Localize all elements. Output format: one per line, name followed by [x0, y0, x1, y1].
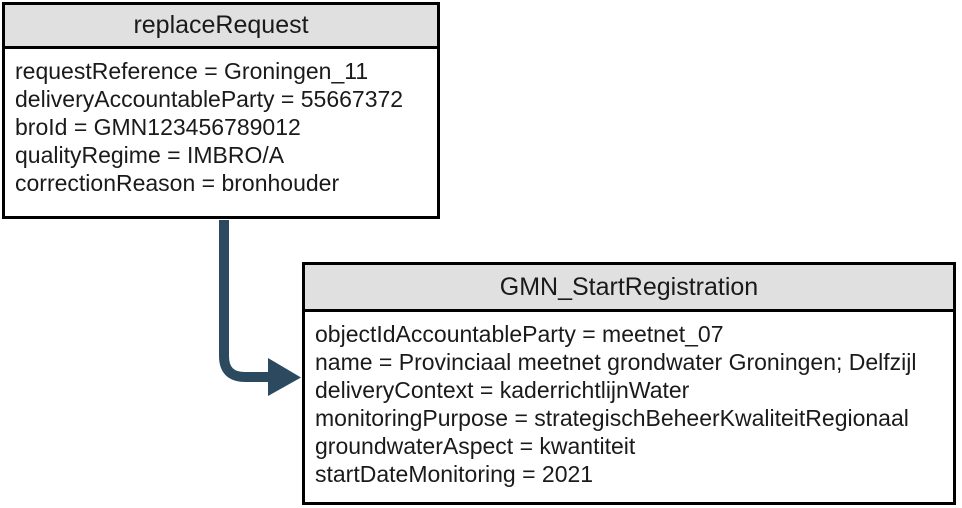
field-object-id-accountable-party: objectIdAccountableParty = meetnet_07 [315, 321, 724, 347]
field-delivery-accountable-party: deliveryAccountableParty = 55667372 [15, 86, 404, 112]
gmn-start-registration-title: GMN_StartRegistration [305, 265, 953, 312]
gmn-start-registration-box: GMN_StartRegistration objectIdAccountabl… [302, 262, 956, 505]
field-correction-reason: correctionReason = bronhouder [15, 170, 340, 196]
field-start-date-monitoring: startDateMonitoring = 2021 [315, 461, 594, 487]
field-monitoring-purpose: monitoringPurpose = strategischBeheerKwa… [315, 405, 909, 431]
replace-request-fields: requestReference = Groningen_11 delivery… [5, 49, 437, 197]
field-quality-regime: qualityRegime = IMBRO/A [15, 142, 285, 168]
replace-request-title: replaceRequest [5, 5, 437, 49]
replace-request-box: replaceRequest requestReference = Gronin… [2, 2, 440, 219]
field-groundwater-aspect: groundwaterAspect = kwantiteit [315, 433, 636, 459]
field-request-reference: requestReference = Groningen_11 [15, 58, 369, 84]
flow-arrow-head [268, 358, 301, 396]
field-bro-id: broId = GMN123456789012 [15, 114, 301, 140]
field-name: name = Provinciaal meetnet grondwater Gr… [315, 349, 917, 375]
gmn-start-registration-fields: objectIdAccountableParty = meetnet_07 na… [305, 312, 953, 488]
field-delivery-context: deliveryContext = kaderrichtlijnWater [315, 377, 690, 403]
flow-arrow-line [219, 220, 272, 382]
